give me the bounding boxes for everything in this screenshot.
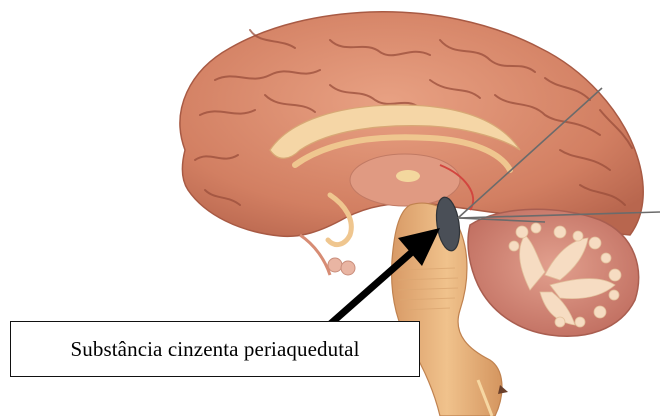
callout-label-box: Substância cinzenta periaquedutal: [10, 321, 420, 377]
callout-label: Substância cinzenta periaquedutal: [70, 337, 359, 362]
